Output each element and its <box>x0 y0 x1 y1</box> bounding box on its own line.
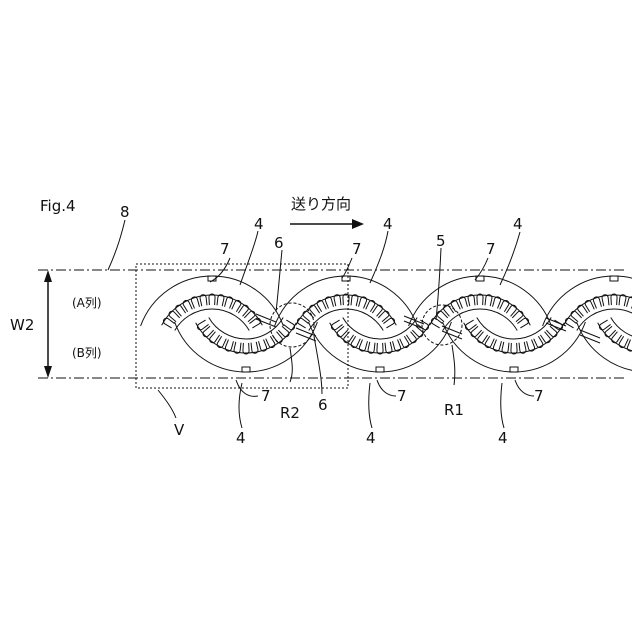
core-outer-arc <box>309 322 452 372</box>
bridge-connector-1 <box>256 314 276 327</box>
core-tooth-tip-arc <box>611 318 640 339</box>
bridge-connector-6 <box>580 330 600 343</box>
label-core-4e: 4 <box>366 429 376 447</box>
row-b-core-4 <box>577 318 640 373</box>
label-core-4b: 4 <box>383 215 393 233</box>
label-notch-7e: 7 <box>397 387 407 405</box>
core-outer-arc <box>443 322 586 372</box>
feed-direction-label: 送り方向 <box>291 195 351 213</box>
core-tooth-tip-arc <box>175 309 249 331</box>
label-region-r1: R1 <box>444 401 464 419</box>
core-tooth-tip-arc <box>309 309 383 331</box>
w2-label: W2 <box>10 316 34 334</box>
label-bridge-6b: 6 <box>318 396 328 414</box>
core-notch <box>376 367 384 372</box>
core-slot <box>377 343 383 354</box>
figure-title: Fig.4 <box>40 197 76 215</box>
core-slot <box>634 300 640 311</box>
feed-direction-arrow <box>290 219 364 229</box>
core-slot <box>477 294 483 305</box>
core-group <box>141 276 640 372</box>
core-notch <box>610 276 618 281</box>
label-core-4f: 4 <box>498 429 508 447</box>
core-tooth-tip-arc <box>443 309 517 330</box>
label-region-r2: R2 <box>280 404 300 422</box>
row-a-label: (A列) <box>72 296 102 310</box>
core-outer-arc <box>409 276 552 326</box>
core-slot <box>343 294 349 305</box>
label-core-4d: 4 <box>236 429 246 447</box>
core-slot <box>627 297 635 308</box>
core-tooth-tip-arc <box>577 309 640 330</box>
label-notch-7b: 7 <box>352 240 362 258</box>
core-outer-arc <box>141 276 284 326</box>
core-slot <box>511 343 517 354</box>
label-strip-8: 8 <box>120 203 130 221</box>
label-bridge-6a: 6 <box>274 234 284 252</box>
label-notch-7c: 7 <box>486 240 496 258</box>
label-core-4a: 4 <box>254 215 264 233</box>
core-slot <box>636 342 640 353</box>
label-notch-7a: 7 <box>220 240 230 258</box>
core-notch <box>510 367 518 372</box>
w2-dimension-arrow <box>44 270 52 378</box>
label-notch-7f: 7 <box>534 387 544 405</box>
core-slot <box>611 294 617 305</box>
label-core-4c: 4 <box>513 215 523 233</box>
core-outer-arc <box>275 276 418 326</box>
core-slot <box>209 294 215 305</box>
label-notch-7d: 7 <box>261 387 271 405</box>
label-region-v: V <box>174 421 185 439</box>
core-tooth-tip-arc <box>343 318 417 340</box>
core-slot <box>243 343 249 354</box>
core-notch <box>242 367 250 372</box>
strip-edges <box>38 270 625 378</box>
label-bridge-5: 5 <box>436 232 446 250</box>
core-tooth-tip-arc <box>477 318 551 340</box>
row-b-label: (B列) <box>72 346 102 360</box>
